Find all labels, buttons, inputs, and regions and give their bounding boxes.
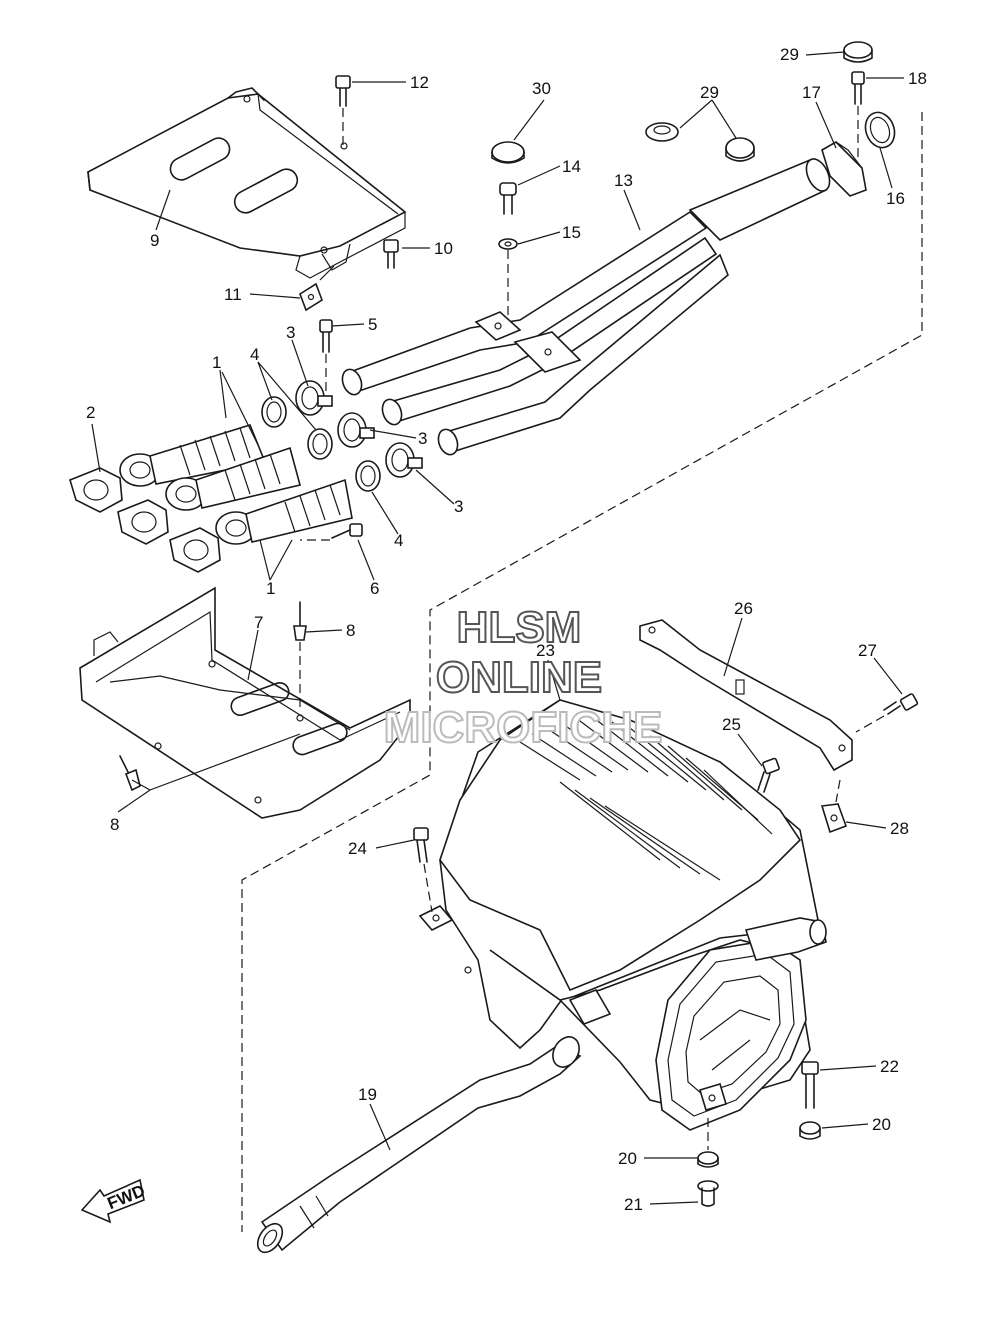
lower-heat-shield [79,586,411,819]
exhaust-joint-1c [215,478,353,545]
callout-27: 27 [858,641,877,660]
nut-28 [820,779,848,834]
watermark-line1: HLSM [457,603,582,652]
callout-2: 2 [86,403,95,422]
callout-4b: 4 [394,531,403,550]
leader-lines [91,51,904,1205]
callout-7: 7 [254,613,263,632]
callout-29a: 29 [700,83,719,102]
clamps-3 [295,380,423,478]
callout-11: 11 [224,285,242,304]
bolt-24 [413,827,433,913]
grommet-20a [799,1121,821,1140]
callout-10: 10 [434,239,453,258]
tail-pipe-19 [256,1036,582,1254]
watermark-line3: MICROFICHE [384,703,663,752]
callout-30: 30 [532,79,551,98]
plug-30 [491,141,525,164]
gaskets [69,467,221,573]
cap-29c [843,41,873,63]
callout-28: 28 [890,819,909,838]
callout-1b: 1 [266,579,275,598]
bolt-10 [383,239,399,269]
grommet-29b [725,137,755,162]
callout-3b: 3 [418,429,427,448]
callout-3c: 3 [454,497,463,516]
callout-8b: 8 [110,815,119,834]
sealing-ring-16 [864,111,896,149]
bolt-18 [851,71,865,160]
callout-20b: 20 [618,1149,637,1168]
callout-23: 23 [536,641,555,660]
callout-12: 12 [410,73,429,92]
clamp-17 [821,141,867,197]
callout-19: 19 [358,1085,377,1104]
bolt-14 [499,182,517,215]
watermark-line2: ONLINE [436,653,602,702]
callout-1a: 1 [212,353,221,372]
callout-9: 9 [150,231,159,250]
callout-15: 15 [562,223,581,242]
washer-15 [498,238,518,318]
exhaust-joint-1a [119,424,267,487]
grommet-29a [645,122,679,142]
callout-13: 13 [614,171,633,190]
callout-5: 5 [368,315,377,334]
rivet-8b [119,755,141,792]
exhaust-joint-1b [165,446,301,511]
muffler-bracket-26 [639,619,853,772]
collar-21 [697,1180,719,1207]
watermark: HLSM ONLINE MICROFICHE [383,602,664,753]
rivet-8a [293,601,307,712]
callout-26: 26 [734,599,753,618]
callout-22: 22 [880,1057,899,1076]
bolt-27 [855,693,919,733]
bolt-12 [335,75,351,150]
seal-rings-4 [261,396,381,492]
callout-25: 25 [722,715,741,734]
shield-bracket [299,265,335,312]
callout-labels: 1 1 2 3 3 3 4 4 5 6 7 8 8 9 10 11 12 13 … [86,45,927,1214]
callout-16: 16 [886,189,905,208]
callout-18: 18 [908,69,927,88]
bolt-6 [300,523,363,541]
callout-29b: 29 [780,45,799,64]
muffler-23 [418,699,827,1131]
upper-heat-shield [87,87,407,279]
bolt-22 [801,1061,819,1109]
callout-21: 21 [624,1195,643,1214]
callout-6: 6 [370,579,379,598]
bolt-25 [757,757,780,793]
fwd-arrow-icon: FWD [80,1178,148,1224]
callout-24: 24 [348,839,367,858]
exhaust-header-pipe [341,158,831,456]
assembly-boundary [241,112,923,1232]
fwd-label: FWD [105,1181,148,1213]
callout-8a: 8 [346,621,355,640]
callout-20a: 20 [872,1115,891,1134]
bolt-5 [319,319,333,392]
callout-14: 14 [562,157,581,176]
callout-4a: 4 [250,345,259,364]
callout-3a: 3 [286,323,295,342]
callout-17: 17 [802,83,821,102]
